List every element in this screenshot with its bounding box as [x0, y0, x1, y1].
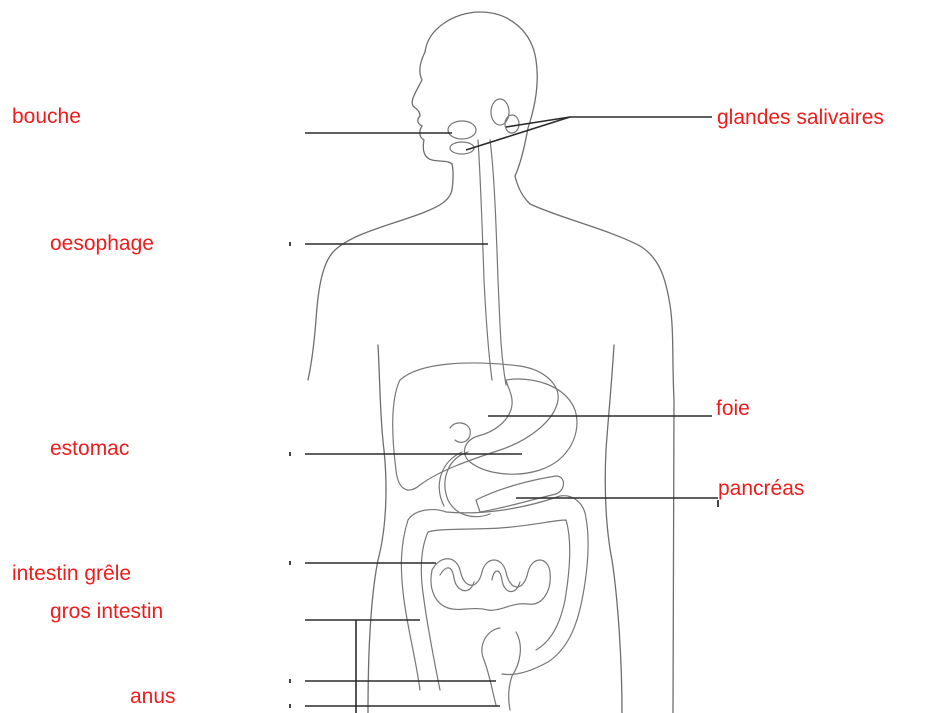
- leader-glandes-salivaires-c: [466, 117, 570, 150]
- label-estomac: estomac: [50, 438, 129, 459]
- label-bouche: bouche: [12, 106, 81, 127]
- leader-lines: [289, 117, 719, 713]
- tick-mark: [289, 679, 291, 683]
- label-anus: anus: [130, 686, 176, 707]
- label-pancreas: pancréas: [718, 478, 804, 499]
- leader-glandes-salivaires-b: [506, 117, 570, 127]
- label-gros-intestin: gros intestin: [50, 601, 163, 622]
- label-intestin-grele: intestin grêle: [12, 563, 131, 584]
- tick-mark: [289, 452, 291, 456]
- tick-mark: [717, 500, 719, 507]
- label-oesophage: oesophage: [50, 233, 154, 254]
- tick-mark: [289, 242, 291, 246]
- tick-mark: [289, 704, 291, 708]
- label-glandes-salivaires: glandes salivaires: [717, 107, 884, 128]
- tick-mark: [289, 561, 291, 565]
- digestive-organs: [393, 99, 588, 710]
- label-foie: foie: [716, 398, 750, 419]
